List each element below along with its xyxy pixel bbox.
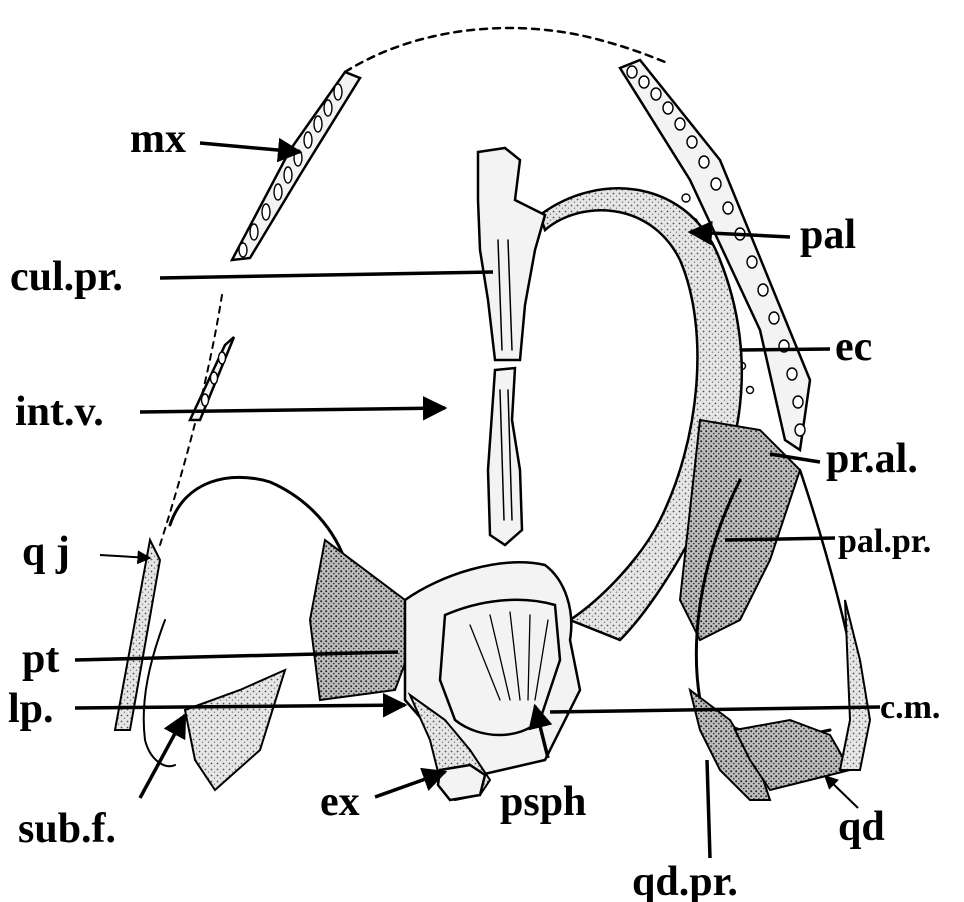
right-palatal-bone [540,188,861,760]
braincase [405,562,580,800]
label-pal-pr: pal.pr. [838,523,931,560]
label-pt: pt [22,636,59,682]
c-m-leader [550,707,880,712]
left-pterygoid-region [115,477,410,790]
left-maxilla [190,72,360,420]
ex-leader [375,772,445,797]
pal-pr-leader [725,538,835,540]
label-int-v: int.v. [15,389,104,435]
cultriform-process [478,148,545,545]
label-pr-al: pr.al. [826,436,918,482]
left-maxillary-teeth [239,84,342,257]
cul-pr-leader [160,272,493,278]
label-lp: lp. [8,686,54,732]
label-sub-f: sub.f. [18,806,116,852]
mx-leader [200,143,300,152]
qd-pr-leader [707,760,710,858]
label-ec: ec [835,324,872,370]
label-cul-pr: cul.pr. [10,254,123,300]
q-j-leader [100,555,150,558]
ec-leader [740,349,830,350]
label-mx: mx [130,116,186,162]
label-ex: ex [320,779,360,825]
label-psph: psph [500,779,586,825]
label-pal: pal [800,212,856,258]
int-v-leader [140,408,445,412]
label-c-m: c.m. [880,689,940,726]
skull-outline [160,28,665,545]
label-qd-pr: qd.pr. [632,859,738,902]
label-qd: qd [838,804,885,850]
sub-f-leader [140,715,185,798]
label-q-j: q j [22,529,70,575]
